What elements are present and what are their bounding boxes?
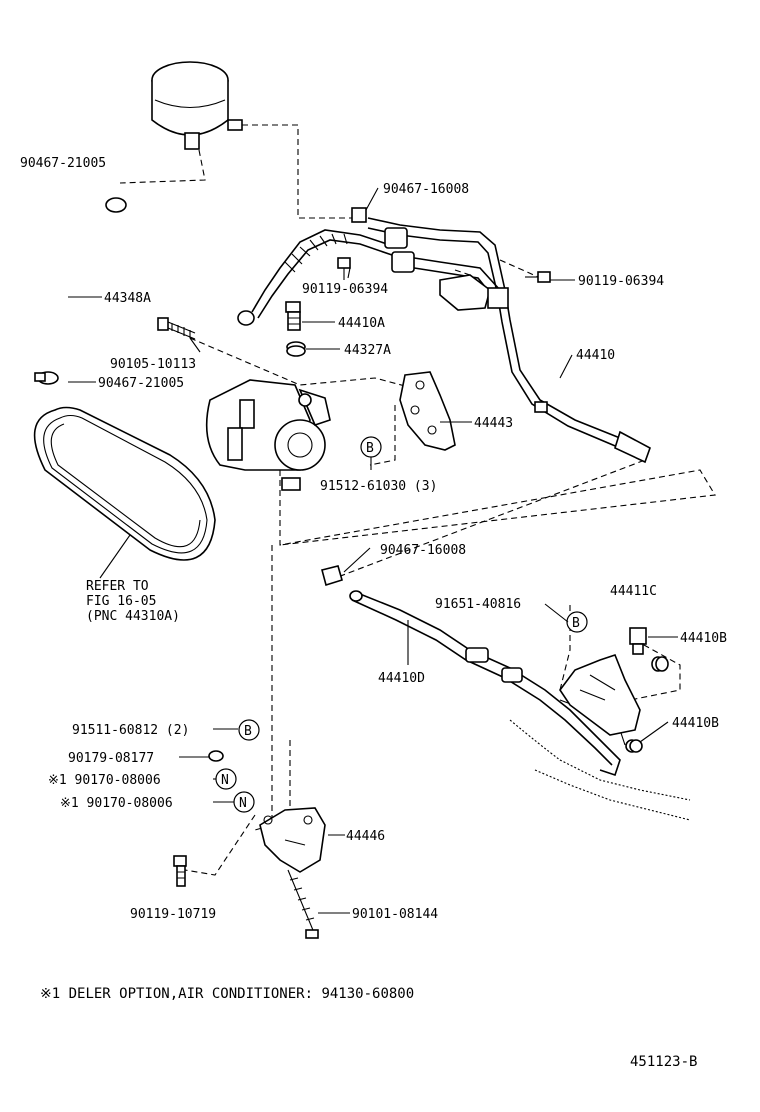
callout-b-lower: B [238, 719, 260, 741]
union-44411c [629, 627, 647, 655]
label-90467-16008-low: 90467-16008 [380, 543, 466, 558]
callout-n-upper: N [215, 768, 237, 790]
label-90170-08006-a: ※1 90170-08006 [48, 773, 161, 788]
bolt-90119-06394-right [525, 271, 551, 283]
label-44327a: 44327A [344, 343, 391, 358]
label-90105-10113: 90105-10113 [110, 357, 196, 372]
label-90119-06394-right: 90119-06394 [578, 274, 664, 289]
callout-b-right-text: B [572, 616, 580, 631]
label-90119-10719: 90119-10719 [130, 907, 216, 922]
label-91651-40816: 91651-40816 [435, 597, 521, 612]
label-90101-08144: 90101-08144 [352, 907, 438, 922]
label-fig-16-05: FIG 16-05 [86, 594, 156, 609]
label-44443: 44443 [474, 416, 513, 431]
suction-hose-44348a [33, 197, 127, 385]
drive-belt [33, 406, 216, 561]
bolt-90119-06394-mid [337, 257, 351, 280]
nut-90179-08177 [208, 750, 224, 762]
callout-b-right: B [566, 611, 588, 633]
label-44410: 44410 [576, 348, 615, 363]
gasket-44410b-lower [625, 739, 643, 753]
clip-90467-16008-lower [321, 565, 343, 587]
bolt-90119-10719 [173, 855, 187, 887]
label-44446: 44446 [346, 829, 385, 844]
callout-b-upper-text: B [366, 441, 374, 456]
label-leaders [68, 187, 678, 914]
label-90170-08006-b: ※1 90170-08006 [60, 796, 173, 811]
clip-90467-16008-upper [351, 207, 367, 223]
power-steering-pump [205, 379, 331, 491]
part-labels: 90467-21005 90467-16008 44348A 90119-063… [20, 156, 727, 922]
label-44410a: 44410A [338, 316, 385, 331]
callout-n-lower-text: N [239, 796, 247, 811]
steering-gear-housing [509, 654, 691, 821]
figure-number: 451123-B [630, 1054, 697, 1070]
label-91512-61030: 91512-61030 (3) [320, 479, 437, 494]
label-90467-16008-top: 90467-16008 [383, 182, 469, 197]
reservoir-tank [151, 61, 243, 150]
callout-b-lower-text: B [244, 724, 252, 739]
union-44410a [285, 301, 301, 331]
label-refer-to: REFER TO [86, 579, 149, 594]
label-90467-21005-low: 90467-21005 [98, 376, 184, 391]
label-90119-06394-mid: 90119-06394 [302, 282, 388, 297]
callout-n-lower: N [233, 791, 255, 813]
label-90467-21005-top: 90467-21005 [20, 156, 106, 171]
bracket-44446 [259, 807, 326, 873]
bracket-44443 [399, 371, 456, 451]
label-44410b-top: 44410B [680, 631, 727, 646]
label-pnc-44310a: (PNC 44310A) [86, 609, 180, 624]
gasket-44327a [286, 341, 306, 357]
footnote: ※1 DELER OPTION,AIR CONDITIONER: 94130-6… [40, 986, 414, 1002]
label-90179-08177: 90179-08177 [68, 751, 154, 766]
gasket-44410b-upper [651, 656, 669, 672]
bolt-90105-10113 [157, 317, 196, 340]
label-44411c: 44411C [610, 584, 657, 599]
stud-90101-08144 [287, 869, 319, 939]
label-44348a: 44348A [104, 291, 151, 306]
label-91511-60812: 91511-60812 (2) [72, 723, 189, 738]
label-44410d: 44410D [378, 671, 425, 686]
callout-n-upper-text: N [221, 773, 229, 788]
callout-b-upper: B [360, 436, 382, 458]
pressure-hose-44410 [237, 217, 651, 464]
label-44410b-low: 44410B [672, 716, 719, 731]
